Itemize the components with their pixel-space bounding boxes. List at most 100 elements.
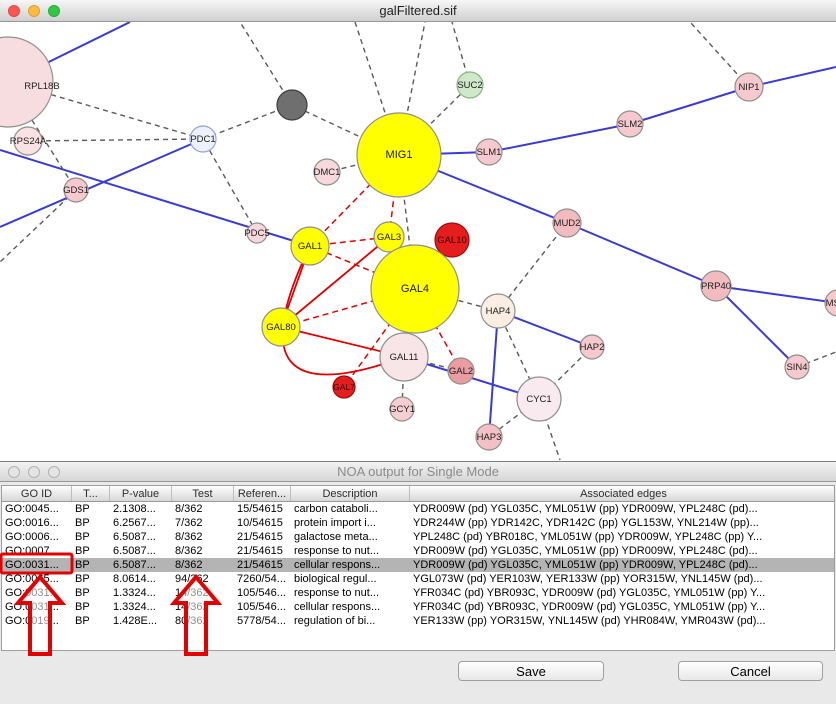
- traffic-lights-inactive: [8, 465, 60, 478]
- network-node-DARK[interactable]: [276, 89, 308, 121]
- table-cell: GO:0031...: [5, 601, 59, 613]
- network-node-MSL5[interactable]: [824, 289, 836, 317]
- table-cell: GO:0045...: [5, 503, 59, 515]
- table-cell: protein import i...: [294, 517, 376, 529]
- cancel-button[interactable]: Cancel: [678, 661, 823, 681]
- network-node-GAL11[interactable]: [379, 332, 429, 382]
- table-cell: 2.1308...: [113, 503, 156, 515]
- table-cell: response to nut...: [294, 545, 379, 557]
- network-graph: RPL18BRPS24AGDS1PDC1DMC1MIG1SUC2SLM1SLM2…: [0, 22, 836, 461]
- network-node-label: GAL2: [449, 366, 473, 377]
- network-node-label: RPL18B: [24, 81, 59, 92]
- column-header-4[interactable]: Referen...: [234, 486, 291, 501]
- table-cell: 6.2567...: [113, 517, 156, 529]
- table-cell: GO:0007...: [5, 545, 59, 557]
- table-cell: regulation of bi...: [294, 615, 376, 627]
- network-edge: [202, 104, 293, 140]
- network-edge: [497, 222, 568, 312]
- table-cell: BP: [75, 559, 90, 571]
- network-node-label: PDC1: [190, 134, 215, 145]
- network-node-GAL1[interactable]: [290, 226, 330, 266]
- network-node-PDC5[interactable]: [246, 222, 268, 244]
- network-node-GAL4[interactable]: [370, 244, 460, 334]
- table-cell: 1.3324...: [113, 587, 156, 599]
- network-node-GAL10[interactable]: [434, 222, 470, 258]
- network-node-DMC1[interactable]: [313, 158, 341, 186]
- minimize-button[interactable]: [28, 465, 40, 478]
- table-cell: 6.5087...: [113, 545, 156, 557]
- network-node-label: HAP3: [477, 432, 502, 443]
- table-cell: 7260/54...: [237, 573, 286, 585]
- table-cell: GO:0065...: [5, 573, 59, 585]
- network-edge: [280, 236, 390, 328]
- network-node-RPL18B[interactable]: [0, 36, 54, 128]
- table-cell: carbon cataboli...: [294, 503, 378, 515]
- network-node-SUC2[interactable]: [456, 71, 484, 99]
- network-node-HAP4[interactable]: [480, 293, 516, 329]
- network-node-CYC1[interactable]: [516, 376, 562, 422]
- network-node-GAL7[interactable]: [332, 375, 356, 399]
- table-cell: 105/546...: [237, 587, 286, 599]
- table-cell: YDR009W (pd) YGL035C, YML051W (pp) YDR00…: [413, 503, 758, 515]
- close-button[interactable]: [8, 4, 20, 17]
- network-node-GAL3[interactable]: [373, 221, 405, 253]
- network-edge: [689, 22, 750, 88]
- network-node-GAL80[interactable]: [261, 307, 301, 347]
- network-edge: [566, 222, 717, 287]
- network-node-label: GAL11: [390, 352, 419, 363]
- column-header-1[interactable]: T...: [72, 486, 110, 501]
- zoom-button[interactable]: [48, 465, 60, 478]
- zoom-button[interactable]: [48, 4, 60, 17]
- table-cell: 8.0614...: [113, 573, 156, 585]
- table-cell: YDR244W (pp) YDR142C, YDR142C (pp) YGL15…: [413, 517, 759, 529]
- column-header-5[interactable]: Description: [291, 486, 410, 501]
- network-node-PRP40[interactable]: [700, 270, 732, 302]
- network-node-MUD2[interactable]: [552, 208, 582, 238]
- table-cell: GO:0006...: [5, 531, 59, 543]
- table-cell: 14/362: [175, 587, 209, 599]
- network-node-MIG1[interactable]: [356, 112, 442, 198]
- save-button[interactable]: Save: [458, 661, 604, 681]
- network-node-label: SIN4: [786, 362, 807, 373]
- column-header-0[interactable]: GO ID: [2, 486, 72, 501]
- network-node-GDS1[interactable]: [63, 177, 89, 203]
- table-cell: biological regul...: [294, 573, 377, 585]
- column-header-3[interactable]: Test: [172, 486, 234, 501]
- network-node-SLM2[interactable]: [616, 110, 644, 138]
- network-node-HAP3[interactable]: [475, 423, 503, 451]
- network-edge: [629, 86, 750, 125]
- column-header-2[interactable]: P-value: [110, 486, 172, 501]
- network-node-NIP1[interactable]: [734, 72, 764, 102]
- network-node-label: RPS24A: [10, 136, 47, 147]
- column-header-6[interactable]: Associated edges: [410, 486, 834, 501]
- network-node-HAP2[interactable]: [579, 334, 605, 360]
- network-node-label: GAL80: [266, 322, 296, 333]
- network-node-RPS24A[interactable]: [13, 126, 43, 156]
- table-cell: BP: [75, 573, 90, 585]
- network-edge: [0, 138, 204, 228]
- table-cell: GO:0031...: [5, 559, 59, 571]
- network-node-SIN4[interactable]: [784, 354, 810, 380]
- network-window-title: galFiltered.sif: [379, 3, 457, 18]
- close-button[interactable]: [8, 465, 20, 478]
- network-node-SLM1[interactable]: [475, 138, 503, 166]
- table-cell: galactose meta...: [294, 531, 378, 543]
- network-node-GCY1[interactable]: [389, 396, 415, 422]
- network-node-GAL2[interactable]: [447, 357, 475, 385]
- minimize-button[interactable]: [28, 4, 40, 17]
- network-node-label: MUD2: [554, 218, 581, 229]
- network-node-PDC1[interactable]: [189, 125, 217, 153]
- table-cell: YGL073W (pd) YER103W, YER133W (pp) YOR31…: [413, 573, 763, 585]
